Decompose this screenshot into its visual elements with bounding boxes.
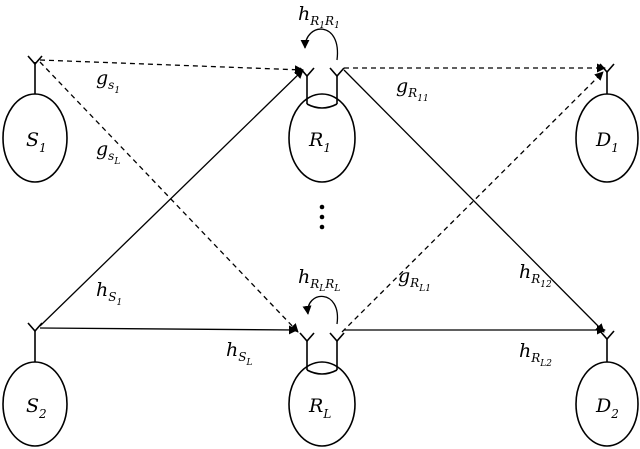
svg-text:R1: R1 [308,129,331,155]
link-rl-d1 [341,71,604,333]
link-s2-r1 [39,69,304,327]
svg-text:S1: S1 [26,129,47,155]
node-d1: D1 [575,63,639,183]
label-h-rlrl: hRLRL [298,266,340,294]
label-h-r1r1: hR1R1 [298,3,340,31]
link-r1-d2 [343,69,605,333]
loop-r1 [300,28,339,61]
label-g-s1: gs1 [96,67,120,96]
label-g-r11: gR11 [396,75,429,104]
node-s1: S1 [2,55,68,183]
link-s1-rl [39,61,299,333]
label-h-sl: hSL [226,339,252,368]
link-s2-rl [39,325,298,335]
label-h-s1: hS1 [96,279,122,308]
link-s1-r1 [39,59,304,75]
svg-text:D2: D2 [595,395,619,421]
node-s2: S2 [2,322,68,447]
node-r1: R1 [288,67,356,183]
svg-text:RL: RL [308,395,331,421]
svg-text:D1: D1 [595,129,619,155]
node-d2: D2 [575,330,639,447]
svg-text:S2: S2 [26,395,47,421]
label-g-sl: gsL [96,138,120,167]
label-h-r12: hR12 [519,261,552,290]
loop-rl [302,295,338,325]
node-rl: RL [288,332,356,447]
label-g-rl1: gRL1 [398,265,431,294]
relay-ellipsis [319,204,325,230]
label-h-rl2: hRL2 [519,340,552,369]
